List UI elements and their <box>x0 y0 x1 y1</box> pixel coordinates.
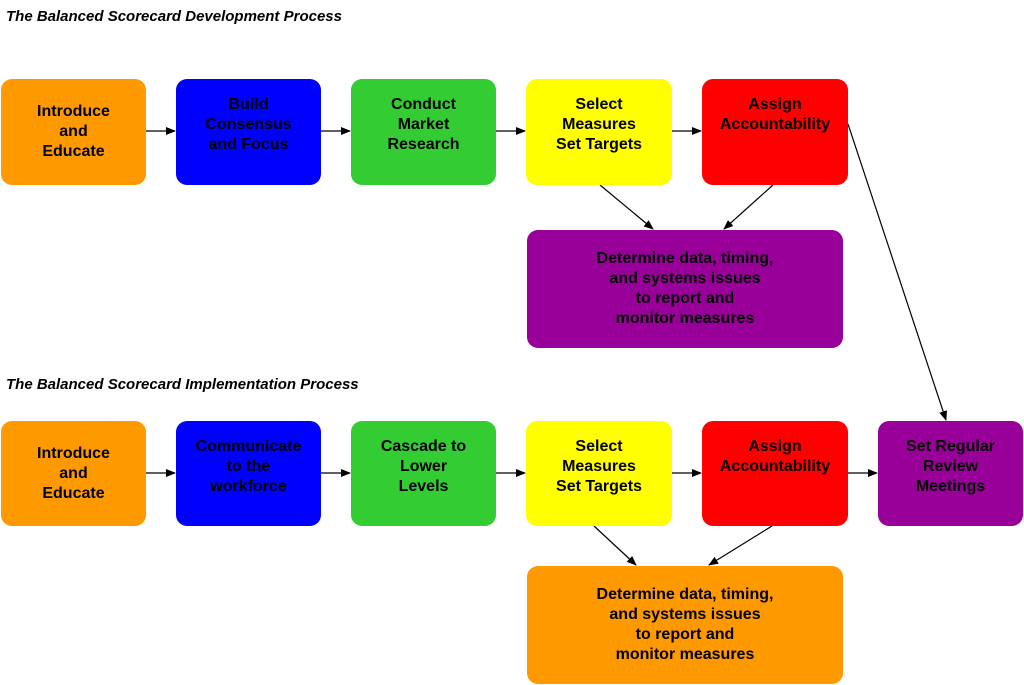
implementation-process-title: The Balanced Scorecard Implementation Pr… <box>6 376 359 393</box>
impl-communicate-box: Communicate to the workforce <box>176 421 321 526</box>
impl-review-label: Set Regular Review Meetings <box>906 438 995 495</box>
dev-introduce-label: Introduce and Educate <box>37 103 110 160</box>
dev-introduce-and-educate-box: Introduce and Educate <box>1 79 146 185</box>
impl-introduce-and-educate-box: Introduce and Educate <box>1 421 146 526</box>
dev-select-measures-box: Select Measures Set Targets <box>526 79 672 185</box>
impl-cascade-label: Cascade to Lower Levels <box>380 438 467 495</box>
arrow-dev-select-to-determine <box>599 184 654 230</box>
impl-introduce-label: Introduce and Educate <box>37 444 110 502</box>
dev-conduct-research-box: Conduct Market Research <box>351 79 496 185</box>
impl-determine-data-box: Determine data, timing, and systems issu… <box>527 566 843 684</box>
impl-cascade-box: Cascade to Lower Levels <box>351 421 496 526</box>
arrow-dev-assign-to-review <box>847 123 947 421</box>
arrow-impl-assign-to-determine <box>708 525 773 566</box>
impl-assign-accountability-box: Assign Accountability <box>702 421 848 526</box>
dev-determine-label: Determine data, timing, and systems issu… <box>596 250 774 327</box>
arrow-impl-select-to-determine <box>593 525 637 566</box>
impl-review-meetings-box: Set Regular Review Meetings <box>878 421 1023 526</box>
dev-build-consensus-box: Build Consensus and Focus <box>176 79 321 185</box>
dev-assign-accountability-box: Assign Accountability <box>702 79 848 185</box>
dev-determine-data-box: Determine data, timing, and systems issu… <box>527 230 843 348</box>
impl-select-label: Select Measures Set Targets <box>556 438 642 495</box>
impl-determine-label: Determine data, timing, and systems issu… <box>596 586 774 663</box>
arrow-dev-assign-to-determine <box>723 184 774 230</box>
dev-research-label: Conduct Market Research <box>387 96 460 153</box>
impl-assign-label: Assign Accountability <box>719 438 831 475</box>
dev-assign-label: Assign Accountability <box>719 96 831 133</box>
dev-select-label: Select Measures Set Targets <box>556 96 642 153</box>
impl-communicate-label: Communicate to the workforce <box>195 438 302 495</box>
development-process-title: The Balanced Scorecard Development Proce… <box>6 8 342 25</box>
dev-consensus-label: Build Consensus and Focus <box>205 96 292 153</box>
impl-select-measures-box: Select Measures Set Targets <box>526 421 672 526</box>
